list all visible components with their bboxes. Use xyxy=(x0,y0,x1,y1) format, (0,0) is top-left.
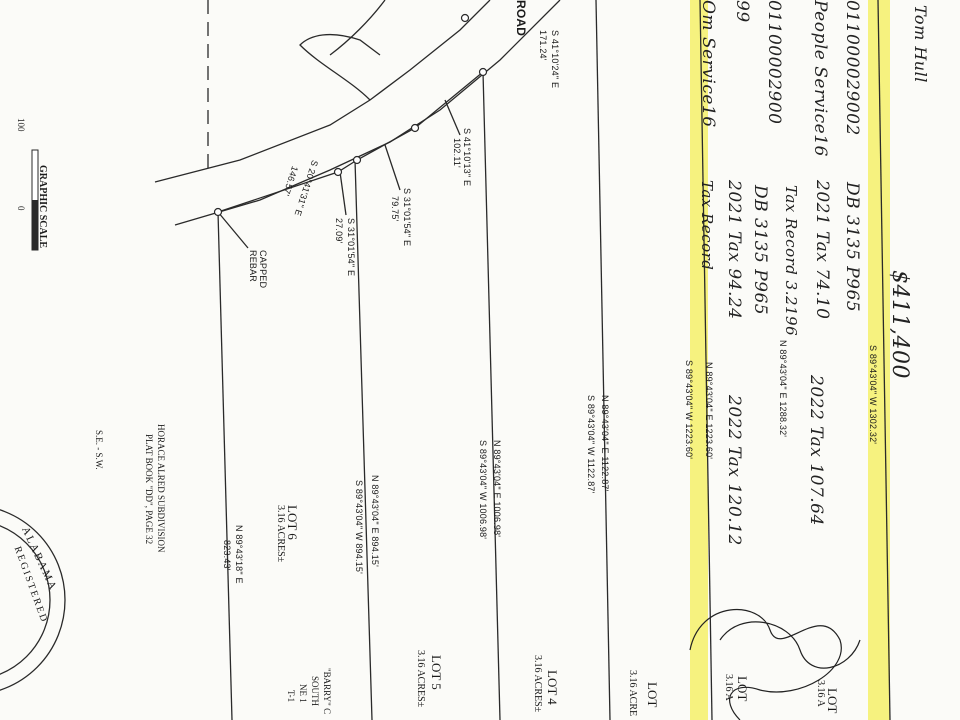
boundary-label-1223-n: N 89°43'04" E 1223.60' xyxy=(704,362,714,460)
hw-parcel-a: 011000029002 xyxy=(842,0,862,136)
hw-scribble-name: Tom Hull xyxy=(911,5,930,83)
boundary-line-7 xyxy=(877,0,891,720)
seal-ring-inner xyxy=(0,525,51,675)
segment-3-bearing: S 31°01'54" E xyxy=(346,218,356,277)
hw-id-b: 99 xyxy=(732,0,752,23)
subdivision-plat-book: PLAT BOOK "DD", PAGE 32 xyxy=(144,434,154,545)
hw-tax-2021-b: 2021 Tax 94.24 xyxy=(724,180,744,320)
leader-capped-rebar xyxy=(217,211,249,249)
hw-parcel-b: 01100002900 xyxy=(764,0,784,125)
hw-price: $411,400 xyxy=(887,270,912,379)
boundary-label-1006-n: N 89°43'04" E 1006.98' xyxy=(492,440,502,538)
boundary-label-1122-s: S 89°43'04" W 1122.87' xyxy=(586,395,596,494)
highlight-strip-2 xyxy=(868,0,890,720)
survey-point-4 xyxy=(410,123,420,133)
boundary-label-823-bearing: N 89°43'18" E xyxy=(234,525,244,584)
segment-2-distance: 79.75' xyxy=(390,196,400,222)
survey-point-2 xyxy=(333,167,343,177)
capped-rebar-label: CAPPED REBAR xyxy=(248,250,268,289)
road-fragment-bearing: S 41°10'24" E xyxy=(550,30,560,89)
lot-3-area: 3.16 ACRE xyxy=(627,670,638,717)
lot-4-name: LOT 4 xyxy=(545,670,560,705)
road-edge-lower xyxy=(174,0,561,226)
boundary-label-1288: N 89°43'04" E 1288.32' xyxy=(778,340,788,438)
lot-4-area: 3.16 ACRES± xyxy=(532,655,543,713)
boundary-line-3 xyxy=(354,159,373,720)
hw-tax-2022-b: 2022 Tax 120.12 xyxy=(724,395,744,546)
segment-2-bearing: S 31°01'54" E xyxy=(402,188,412,247)
survey-point-1 xyxy=(213,207,223,217)
leader-segment-2 xyxy=(384,144,401,191)
lot-5-name: LOT 5 xyxy=(429,655,444,690)
boundary-line-2 xyxy=(217,211,233,720)
boundary-label-823-distance: 823.43' xyxy=(222,540,232,571)
leader-segment-1 xyxy=(444,99,461,136)
boundary-label-1302: S 89°43'04" W 1302.32' xyxy=(868,345,878,445)
lot-6-area: 3.16 ACRES± xyxy=(275,505,286,563)
lot-6-name: LOT 6 xyxy=(285,505,300,540)
hw-deed-a: DB 3135 P965 xyxy=(842,182,862,313)
scribble-loops xyxy=(689,608,842,720)
survey-point-6 xyxy=(460,13,470,23)
adjacent-4: T-1 xyxy=(286,690,296,703)
lot-2-name: LOT xyxy=(735,676,750,702)
boundary-line-4 xyxy=(482,71,501,720)
lot-1-area: 3.16 A xyxy=(815,680,826,707)
scribble-loops-2 xyxy=(719,621,861,669)
seal-ring-outer xyxy=(0,509,66,691)
hw-owner-b: Om Service16 xyxy=(698,0,718,128)
survey-point-5 xyxy=(478,67,488,77)
boundary-label-894-s: S 89°43'04" W 894.15' xyxy=(354,480,364,574)
survey-point-3 xyxy=(352,155,362,165)
lot-5-area: 3.16 ACRES± xyxy=(415,650,426,708)
boundary-line-5 xyxy=(595,0,611,720)
hw-tax-2022-a: 2022 Tax 107.64 xyxy=(806,375,826,526)
se-sw-label: S.E. - S.W. xyxy=(94,430,104,470)
graphic-scale-zero: 0 xyxy=(16,206,26,211)
leader-segment-3 xyxy=(339,171,347,216)
hw-deed-b: DB 3135 P965 xyxy=(750,185,770,316)
graphic-scale-bar-fill xyxy=(32,200,38,250)
adjacent-1: "BARRY" C xyxy=(322,668,332,715)
road-centerline xyxy=(217,71,484,213)
hw-tax-2021-a: 2021 Tax 74.10 xyxy=(812,180,832,320)
road-edge-upper xyxy=(154,0,491,183)
road-label: ROAD xyxy=(514,0,528,37)
boundary-line-6 xyxy=(699,0,713,720)
segment-1-bearing: S 41°10'13" E xyxy=(462,128,472,187)
graphic-scale-hundred: 100 xyxy=(16,118,26,132)
hw-tax-record-b: Tax Record xyxy=(698,180,716,271)
segment-1-distance: 102.11' xyxy=(452,138,462,168)
boundary-label-1006-s: S 89°43'04" W 1006.98' xyxy=(478,440,488,540)
adjacent-2: SOUTH xyxy=(310,676,320,707)
lot-1-name: LOT xyxy=(825,688,840,714)
lot-2-area: 3.16 A xyxy=(723,674,734,701)
boundary-label-1122-n: N 89°43'04" E 1122.87' xyxy=(600,395,610,492)
hw-owner: People Service16 xyxy=(810,0,830,157)
lot-3-name: LOT xyxy=(645,682,660,708)
boundary-label-1223-s: S 89°43'04" W 1223.60' xyxy=(684,360,694,460)
road-branch-top xyxy=(329,0,386,56)
road-fragment-distance: 171.24' xyxy=(538,30,548,61)
adjacent-3: NE 1 xyxy=(298,684,308,703)
road-branch xyxy=(299,33,381,101)
boundary-label-894-n: N 89°43'04" E 894.15' xyxy=(370,475,380,567)
hw-tax-record-a: Tax Record 3.2196 xyxy=(782,185,800,337)
subdivision-name: HORACE ALRED SUBDIVISION xyxy=(156,424,166,553)
segment-3-distance: 27.09' xyxy=(334,218,344,244)
graphic-scale-title: GRAPHIC SCALE xyxy=(37,165,48,249)
